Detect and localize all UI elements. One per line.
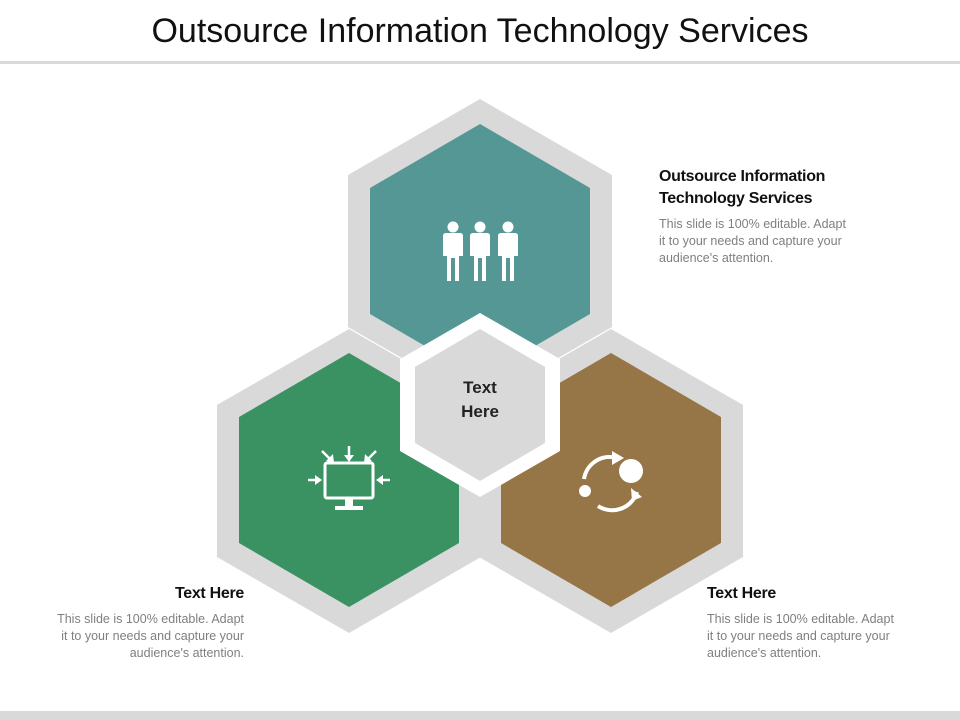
body-line: This slide is 100% editable. Adapt [57, 612, 244, 626]
text-block-right-heading: Text Here [707, 585, 777, 602]
heading-line: Technology Services [659, 190, 813, 207]
center-label: Text Here [430, 376, 530, 424]
center-label-line2: Here [461, 402, 499, 421]
footer-bar [0, 711, 960, 720]
body-line: audience's attention. [659, 251, 774, 265]
text-block-left-body: This slide is 100% editable. Adapt it to… [8, 611, 244, 662]
body-line: audience's attention. [707, 646, 822, 660]
team-icon [443, 221, 518, 281]
body-line: it to your needs and capture your [61, 629, 244, 643]
body-line: it to your needs and capture your [707, 629, 890, 643]
body-line: This slide is 100% editable. Adapt [707, 612, 894, 626]
text-block-top-body: This slide is 100% editable. Adapt it to… [659, 216, 919, 267]
text-block-right: Text Here This slide is 100% editable. A… [707, 583, 947, 662]
center-label-line1: Text [463, 378, 497, 397]
text-block-right-body: This slide is 100% editable. Adapt it to… [707, 611, 947, 662]
page-title: Outsource Information Technology Service… [151, 12, 809, 50]
text-block-top-heading: Outsource Information Technology Service… [659, 166, 919, 210]
monitor-icon [308, 446, 390, 510]
center-hexagon [415, 329, 545, 481]
cycle-icon [579, 451, 643, 513]
body-line: it to your needs and capture your [659, 234, 842, 248]
title-divider [0, 61, 960, 64]
body-line: This slide is 100% editable. Adapt [659, 217, 846, 231]
body-line: audience's attention. [129, 646, 244, 660]
text-block-left-heading: Text Here [174, 585, 244, 602]
text-block-left: Text Here This slide is 100% editable. A… [8, 583, 244, 662]
heading-line: Outsource Information [659, 168, 826, 185]
text-block-top: Outsource Information Technology Service… [659, 166, 919, 267]
